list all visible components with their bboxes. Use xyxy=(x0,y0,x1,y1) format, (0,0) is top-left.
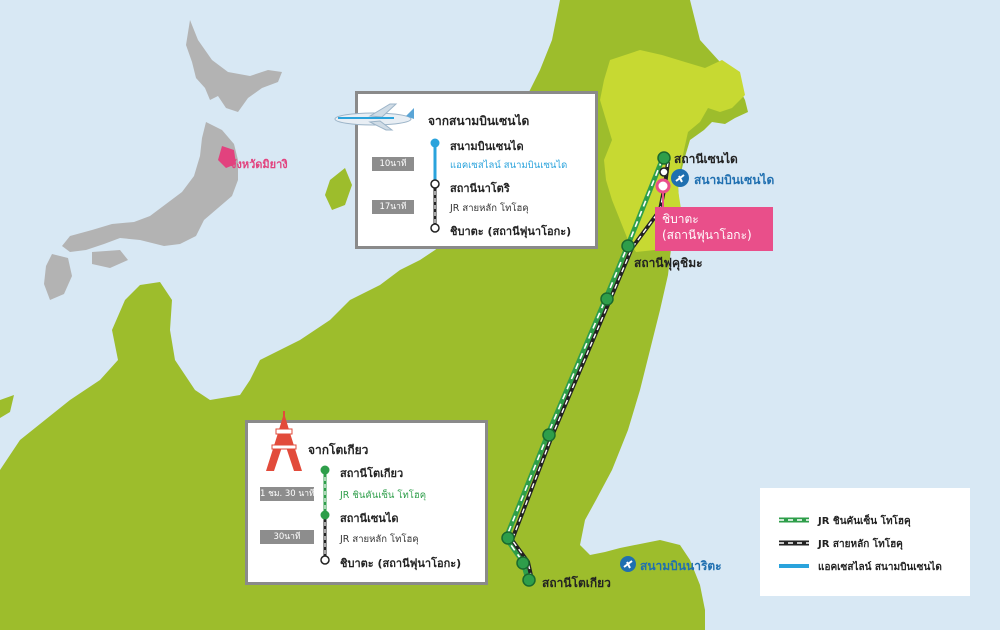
shikoku-inset xyxy=(92,250,128,268)
island xyxy=(325,168,352,210)
station-name: สถานีเซนได xyxy=(340,512,399,525)
station-tokyo xyxy=(522,573,536,587)
label-sendai-station: สถานีเซนได xyxy=(674,152,738,166)
panel-from-tokyo: จากโตเกียว สถานีโตเกียว 1 ชม. 30 นาที JR… xyxy=(245,411,488,585)
panel-title: จากโตเกียว xyxy=(308,443,369,457)
panel-from-airport: จากสนามบินเซนได สนามบินเซนได 10นาที แอคเ… xyxy=(334,91,598,249)
japan-inset-map xyxy=(44,20,282,300)
line-name: แอคเซสไลน์ สนามบินเซนได xyxy=(450,160,568,171)
station-name: สถานีโตเกียว xyxy=(340,467,404,480)
airplane-icon xyxy=(334,103,414,131)
prefecture-label: จังหวัดมิยางิ xyxy=(230,158,288,171)
island xyxy=(0,395,14,418)
line-name: JR สายหลัก โทโฮคุ xyxy=(340,534,419,545)
route-diagram xyxy=(320,465,330,565)
tokyo-tower-icon xyxy=(266,411,302,471)
station-node xyxy=(516,556,530,570)
legend-swatch-access-line xyxy=(779,564,809,568)
legend: JR ชินคันเซ็น โทโฮคุ JR สายหลัก โทโฮคุ แ… xyxy=(760,488,970,596)
shibata-marker xyxy=(655,178,671,194)
label-sendai-airport: สนามบินเซนได xyxy=(694,173,775,187)
honshu-inset xyxy=(62,122,238,252)
station-name: ชิบาตะ (สถานีฟุนาโอกะ) xyxy=(450,225,572,238)
shibata-callout xyxy=(655,207,773,251)
panel-title: จากสนามบินเซนได xyxy=(428,114,530,128)
line-name: JR ชินคันเซ็น โทโฮคุ xyxy=(340,490,427,501)
miyagi-prefecture xyxy=(600,50,745,252)
legend-label: JR สายหลัก โทโฮคุ xyxy=(818,539,903,550)
station-node xyxy=(501,531,515,545)
legend-label: แอคเซสไลน์ สนามบินเซนได xyxy=(818,562,942,573)
label-shibata: ชิบาตะ (สถานีฟุนาโอกะ) xyxy=(662,212,752,242)
line-name: JR สายหลัก โทโฮคุ xyxy=(450,203,529,214)
label-tokyo-station: สถานีโตเกียว xyxy=(542,576,611,590)
station-node xyxy=(542,428,556,442)
time-badge: 1 ชม. 30 นาที xyxy=(260,487,315,501)
station-node xyxy=(600,292,614,306)
station-sendai xyxy=(657,151,671,165)
airplane-icon xyxy=(620,556,636,572)
route-diagram xyxy=(430,138,440,233)
time-badge: 30นาที xyxy=(260,530,314,544)
hokkaido xyxy=(186,20,282,112)
time-badge: 17นาที xyxy=(372,200,414,214)
kyushu-inset xyxy=(44,254,72,300)
legend-label: JR ชินคันเซ็น โทโฮคุ xyxy=(818,516,911,527)
legend-swatch-jr-main xyxy=(779,540,809,546)
station-fukushima xyxy=(621,239,635,253)
station-name: สถานีนาโตริ xyxy=(450,182,510,195)
station-name: ชิบาตะ (สถานีฟุนาโอกะ) xyxy=(340,557,462,570)
label-narita-airport: สนามบินนาริตะ xyxy=(640,559,722,573)
miyagi-inset xyxy=(218,146,236,168)
station-name: สนามบินเซนได xyxy=(450,140,524,153)
legend-swatch-shinkansen xyxy=(779,517,809,523)
airplane-icon xyxy=(671,169,689,187)
station-mid xyxy=(659,167,669,177)
time-badge: 10นาที xyxy=(372,157,414,171)
label-fukushima: สถานีฟุคุชิมะ xyxy=(634,256,703,270)
